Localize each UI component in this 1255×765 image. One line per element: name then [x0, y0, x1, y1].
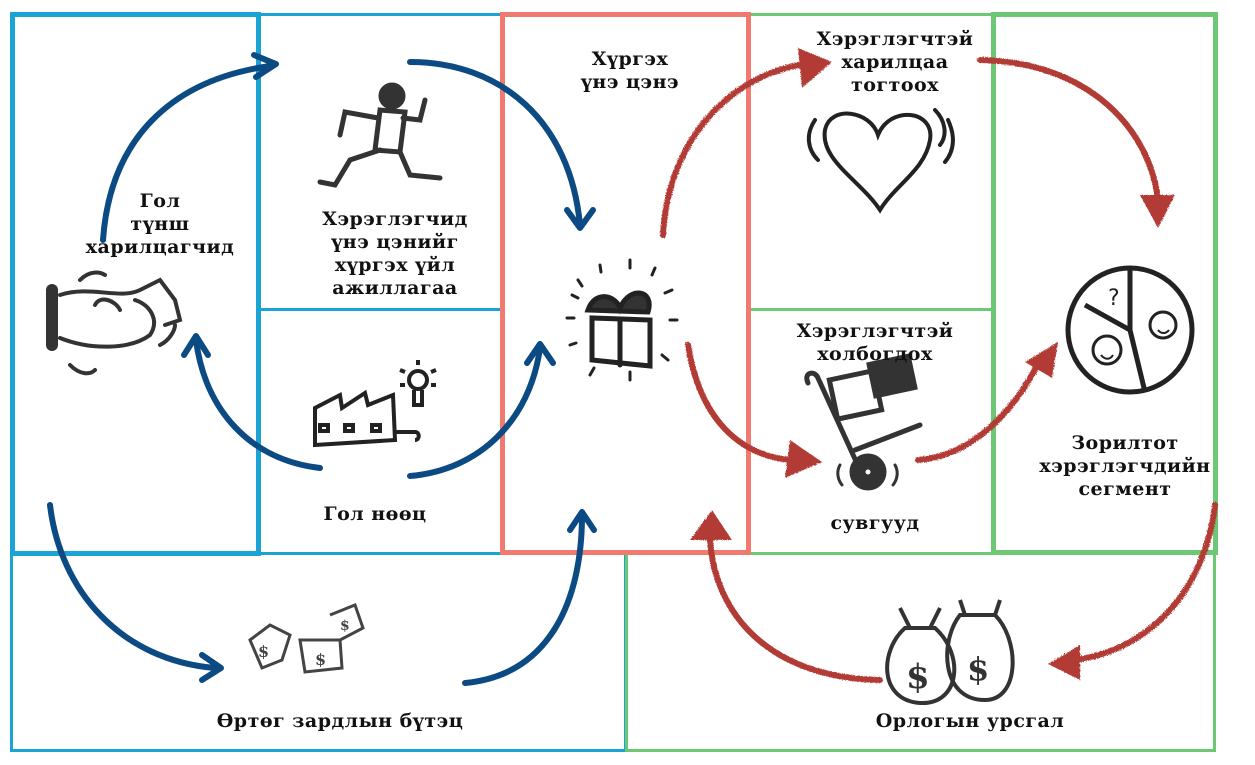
arrow-value-to-relationships	[660, 61, 808, 238]
arrow-revenue-to-value	[707, 537, 883, 683]
customer-relationships-label: Хэрэглэгчтэй харилцаа тогтоох	[816, 28, 974, 96]
pie-people-icon: ?	[1065, 265, 1195, 395]
hand-truck-icon	[804, 353, 923, 491]
customer-segments-label: Зорилтот хэрэглэгчдийн сегмент	[1039, 432, 1211, 500]
heart-icon	[806, 108, 955, 214]
arrow-partners-to-activities	[100, 63, 273, 243]
factory-lightbulb-icon	[313, 360, 437, 448]
arrowhead	[564, 207, 596, 231]
arrowhead	[690, 510, 732, 540]
customer-segments-box	[991, 12, 1218, 555]
gift-icon	[565, 258, 679, 382]
channels-label: Хэрэглэгчтэй холбогдох	[796, 320, 954, 365]
arrowhead	[1025, 342, 1058, 378]
arrow-channels-to-segments	[915, 357, 1043, 463]
arrow-resources-to-partners	[193, 337, 323, 471]
arrowhead	[524, 341, 556, 366]
svg-text:$: $	[967, 650, 989, 688]
arrow-resources-to-value	[407, 345, 543, 479]
svg-text:$: $	[258, 642, 269, 661]
svg-text:$: $	[906, 657, 930, 697]
value-proposition-box	[500, 12, 751, 555]
arrow-costs-to-value	[462, 512, 585, 686]
handshake-icon	[46, 270, 183, 376]
channels-sublabel: сувгууд	[830, 512, 920, 534]
arrow-relationships-to-segments	[977, 57, 1161, 203]
price-tags-icon: $ $ $	[248, 603, 365, 674]
key-partners-box	[10, 12, 261, 556]
revenue-streams-box	[625, 553, 1216, 752]
arrowhead	[251, 52, 279, 80]
arrowhead	[1048, 645, 1080, 680]
arrow-activities-to-value	[407, 59, 583, 228]
svg-text:?: ?	[1108, 286, 1120, 311]
svg-text:$: $	[340, 618, 350, 634]
arrowhead	[1140, 195, 1175, 228]
key-resources-label: Гол нөөц	[323, 503, 427, 525]
arrowhead	[181, 333, 211, 358]
arrow-segments-to-revenue	[1072, 502, 1218, 663]
arrow-partners-to-costs	[47, 502, 218, 671]
svg-text:$: $	[315, 650, 326, 669]
key-partners-label: Гол түнш харилцагчид	[85, 190, 235, 258]
arrow-value-to-channels	[685, 342, 793, 463]
runner-icon	[317, 82, 443, 188]
arrowhead	[567, 509, 597, 533]
arrowhead	[798, 48, 832, 88]
revenue-streams-label: Орлогын урсгал	[875, 710, 1065, 732]
cost-structure-label: Өртөг зардлын бүтэц	[216, 710, 464, 732]
arrowhead	[785, 440, 822, 478]
money-bags-icon: $ $	[885, 599, 1015, 706]
value-proposition-label: Хүргэх үнэ цэнэ	[580, 48, 680, 93]
arrowhead	[199, 652, 224, 683]
key-activities-label: Хэрэглэгчид үнэ цэнийг хүргэх үйл ажилла…	[322, 208, 468, 299]
